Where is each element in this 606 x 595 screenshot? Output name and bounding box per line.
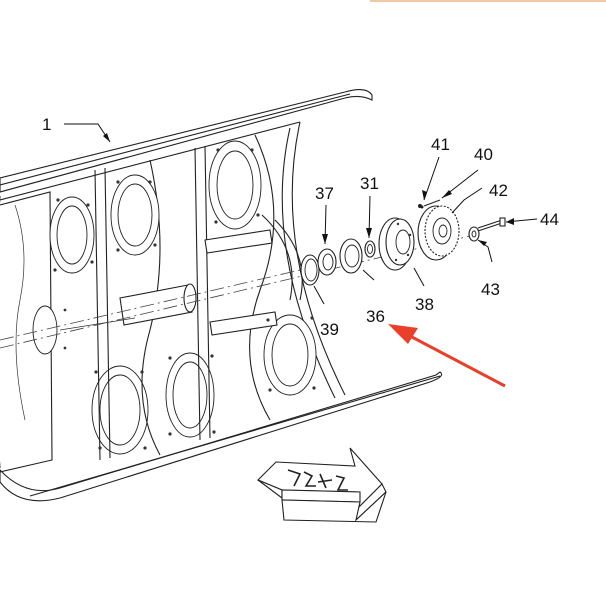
label-part-43: 43 xyxy=(481,280,500,299)
red-pointer-arrow-icon xyxy=(388,324,506,388)
label-part-39: 39 xyxy=(320,320,339,339)
part-37-washer xyxy=(317,248,337,276)
label-part-44: 44 xyxy=(540,210,559,229)
flow-direction-arrow-icon xyxy=(257,447,387,523)
label-part-40: 40 xyxy=(474,145,493,164)
part-36-bearing xyxy=(339,238,363,274)
label-part-37: 37 xyxy=(315,184,334,203)
label-part-31: 31 xyxy=(360,174,379,193)
part-31-ring xyxy=(364,240,376,258)
label-part-38: 38 xyxy=(415,295,434,314)
part-38-hub xyxy=(378,217,415,271)
part-39-snap-ring xyxy=(300,254,320,286)
part-43-washer xyxy=(468,226,480,242)
part-40-bolt xyxy=(420,199,441,209)
label-part-41: 41 xyxy=(431,135,450,154)
leader-arrowheads xyxy=(103,133,514,246)
part-44-bolt xyxy=(477,217,506,232)
label-part-1: 1 xyxy=(42,115,51,134)
top-accent-bar xyxy=(370,0,606,2)
label-part-42: 42 xyxy=(489,181,508,200)
drum-body xyxy=(0,89,471,502)
label-part-36: 36 xyxy=(366,307,385,326)
part-42-sprocket xyxy=(417,205,460,261)
